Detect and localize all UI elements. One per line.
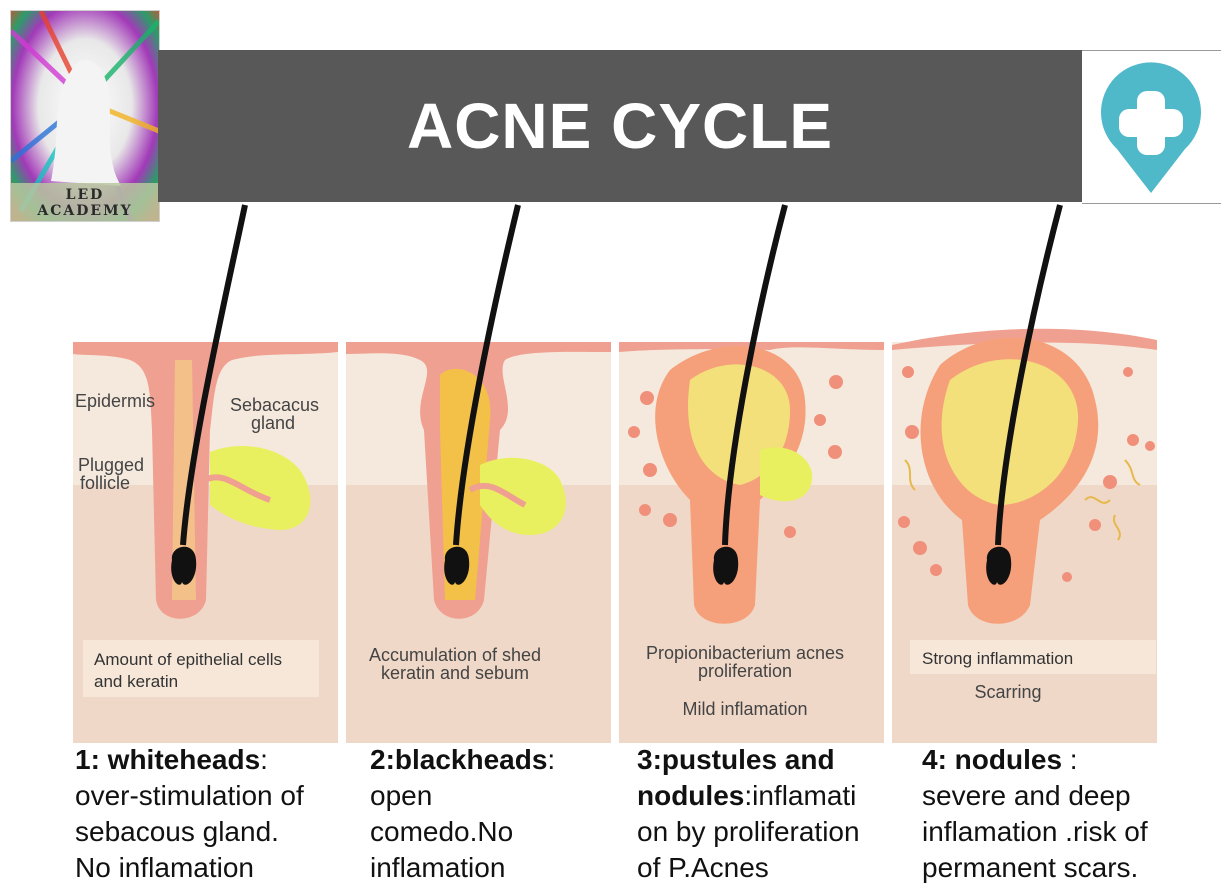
stage-2-line: inflamation [370,850,555,886]
stage-3-line: of P.Acnes [637,850,860,886]
stage-3-note-3: Mild inflamation [619,700,871,719]
stage-2-note-2: keratin and sebum [346,664,564,683]
stage-2-title: 2:blackheads [370,744,547,775]
stage-3-caption: 3:pustules and nodules:inflamati on by p… [637,742,860,886]
stage-3-title: 3:pustules and [637,744,835,775]
stage-1-note-1: Amount of epithelial cells [94,650,282,670]
stage-1-line: sebacous gland. [75,814,304,850]
stage-4-title: 4: nodules [922,744,1062,775]
stage-4-caption: 4: nodules : severe and deep inflamation… [922,742,1148,886]
stage-1-note-2: and keratin [94,672,178,692]
stage-3-line: on by proliferation [637,814,860,850]
stage-4-line: permanent scars. [922,850,1148,886]
stage-3-title-2: nodules [637,780,744,811]
stage-4-note-1: Strong inflammation [922,649,1073,669]
label-sebaceous-2: gland [251,414,295,433]
label-epidermis: Epidermis [75,392,155,411]
stage-3-note-2: proliferation [619,662,871,681]
stage-4-line: inflamation .risk of [922,814,1148,850]
stage-1-title: 1: whiteheads [75,744,260,775]
stage-1-line: over-stimulation of [75,778,304,814]
stage-2-line: comedo.No [370,814,555,850]
stage-4-line: severe and deep [922,778,1148,814]
stage-4-note-2: Scarring [892,683,1124,702]
stage-1-line: No inflamation [75,850,304,886]
label-plugged-2: follicle [80,474,130,493]
stage-2-line: open [370,778,555,814]
stage-2-caption: 2:blackheads: open comedo.No inflamation [370,742,555,886]
stage-1-caption: 1: whiteheads: over-stimulation of sebac… [75,742,304,886]
